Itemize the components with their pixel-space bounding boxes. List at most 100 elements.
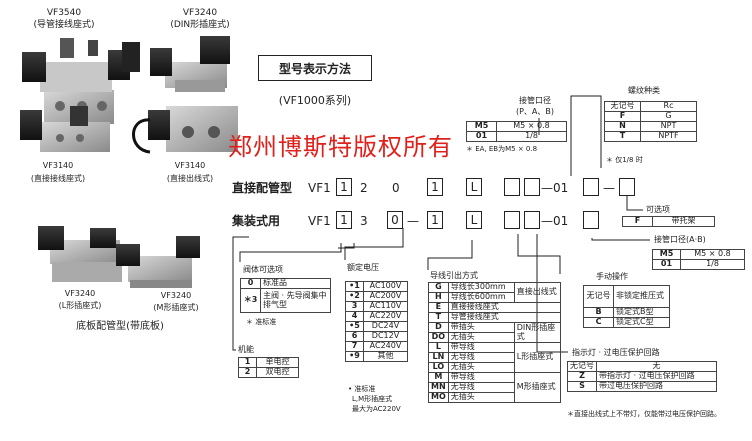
wire-key: MN <box>428 382 449 393</box>
wire-key: G <box>428 282 449 293</box>
wire-value: 带导线 <box>447 372 515 383</box>
voltage-note-2: L,M形插座式 <box>352 395 393 403</box>
wire-value: 带插头 <box>447 322 515 333</box>
direct-prefix: VF1 <box>308 181 331 195</box>
manifold-code-voltage: 1 <box>427 211 443 229</box>
product-vf3140b-desc: (直接出线式) <box>166 174 214 183</box>
valve-vf3140-terminal-image <box>20 106 110 152</box>
page-title: 型号表示方法 <box>278 62 351 76</box>
direct-code-voltage: 1 <box>427 178 443 196</box>
copyright-watermark: 郑州博斯特版权所有 <box>228 133 453 161</box>
wire-key: M <box>428 372 449 383</box>
voltage-value: AC100V <box>363 281 408 292</box>
option-value: 带托架 <box>652 216 715 227</box>
port-diam-title: 接管口径 <box>519 96 551 105</box>
function-value: 双电控 <box>256 367 299 378</box>
voltage-key: •9 <box>345 351 364 362</box>
direct-code-body: 0 <box>392 181 400 195</box>
port-diam2-value: 1/8 <box>680 259 745 270</box>
product-vf3240-m-desc: (M形插座式) <box>153 303 199 312</box>
valve-vf3240-m-image <box>116 236 200 288</box>
thread-key: T <box>604 131 641 142</box>
voltage-value: 其他 <box>363 351 408 362</box>
product-vf3240-m-model: VF3240 <box>160 291 192 300</box>
function-key: 2 <box>238 367 257 378</box>
manifold-code-indicator <box>524 211 540 229</box>
body-opt-value: 标准品 <box>260 278 331 289</box>
manifold-dash: — <box>407 214 419 228</box>
series-subtitle: (VF1000系列) <box>278 94 352 107</box>
voltage-value: DC24V <box>363 321 408 332</box>
wire-value: 无插头 <box>447 362 515 373</box>
body-opt-value: 主阀 · 先导阀集中排气型 <box>260 288 331 313</box>
thread-key: F <box>604 111 641 122</box>
direct-label: 直接配管型 <box>232 181 293 195</box>
voltage-key: 7 <box>345 341 364 352</box>
base-type-title: 底板配管型(带底板) <box>76 321 164 332</box>
direct-code-type: 2 <box>360 181 368 195</box>
wire-value: 导线长600mm <box>447 292 515 303</box>
option-key: F <box>622 216 653 227</box>
voltage-value: AC110V <box>363 301 408 312</box>
wire-group-direct: 直接出线式 <box>513 282 561 303</box>
voltage-value: AC220V <box>363 311 408 322</box>
voltage-key: 4 <box>345 311 364 322</box>
voltage-note-3: 最大为AC220V <box>352 405 401 413</box>
thread-value: G <box>640 111 697 122</box>
manifold-code-manual <box>504 211 520 229</box>
thread-value: Rc <box>640 101 697 112</box>
voltage-note-1: • 准标准 <box>348 385 376 393</box>
wire-value: 无插头 <box>447 392 515 403</box>
port-diam-key: 01 <box>466 131 497 142</box>
manifold-code-wire: L <box>466 211 482 229</box>
port-diam-note: ＊ EA, EB为M5 × 0.8 <box>466 145 538 153</box>
body-opt-note: ＊ 准标准 <box>246 318 277 326</box>
wire-key: E <box>428 302 449 313</box>
wire-value: 导管接线座式 <box>447 312 561 323</box>
body-opt-key: ＊3 <box>240 288 261 313</box>
thread-title: 螺纹种类 <box>628 86 660 95</box>
product-vf3140b-model: VF3140 <box>174 161 206 170</box>
port-diam2-key: M5 <box>652 249 681 260</box>
manifold-code-thread <box>583 211 599 229</box>
wire-key: LO <box>428 362 449 373</box>
indicator-value: 带过电压保护回路 <box>596 381 717 392</box>
direct-code-wire: L <box>466 178 482 196</box>
valve-vf3240-l-image <box>38 226 122 282</box>
direct-code-indicator <box>524 178 540 196</box>
port-diam2-value: M5 × 0.8 <box>680 249 745 260</box>
wire-value: 无导线 <box>447 352 515 363</box>
wire-key: D <box>428 322 449 333</box>
product-vf3140a-desc: (直接接线座式) <box>30 174 86 183</box>
indicator-value: 带指示灯 · 过电压保护回路 <box>596 371 717 382</box>
product-vf3540-desc: (导管接线座式) <box>33 20 95 30</box>
product-vf3240-din-desc: (DIN形插座式) <box>170 20 230 30</box>
wire-key: LN <box>428 352 449 363</box>
option-title: 可选项 <box>646 205 670 214</box>
port-diam-value: M5 × 0.8 <box>496 121 567 132</box>
manifold-code-function: 1 <box>336 211 352 229</box>
voltage-key: •5 <box>345 321 364 332</box>
product-vf3240-din-model: VF3240 <box>182 8 218 18</box>
wire-value: 带导线 <box>447 342 515 353</box>
direct-code-thread <box>583 178 599 196</box>
manual-value: 锁定式B型 <box>613 307 670 318</box>
wire-key: T <box>428 312 449 323</box>
manual-title: 手动操作 <box>596 272 628 281</box>
port-diam2-title: 接管口径(A·B) <box>654 235 706 244</box>
manual-value: 非锁定推压式 <box>613 285 670 308</box>
wire-key: MO <box>428 392 449 403</box>
wire-title: 导线引出方式 <box>430 271 478 280</box>
manual-key: B <box>583 307 614 318</box>
indicator-key: S <box>567 381 597 392</box>
manifold-label: 集装式用 <box>232 214 281 228</box>
